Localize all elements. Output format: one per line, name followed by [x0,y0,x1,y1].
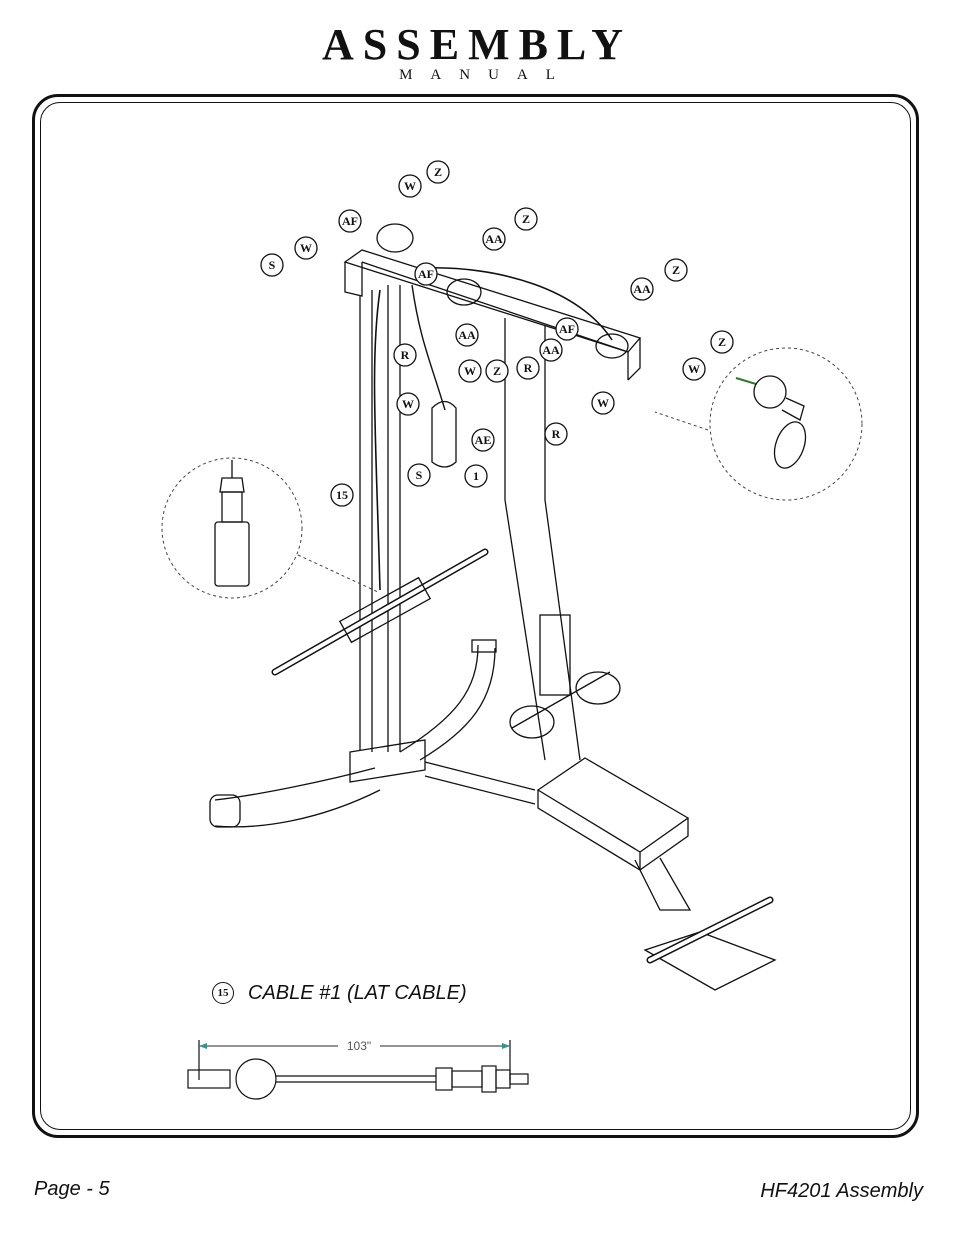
callout-aa: AA [633,282,651,296]
callout-ae: AE [475,433,492,447]
ball-clip-detail [654,347,863,501]
manual-header: ASSEMBLY MANUAL [0,22,954,84]
callout-z: Z [522,212,530,226]
callout-r: R [552,427,561,441]
callout-s: S [416,468,423,482]
callout-w: W [404,179,416,193]
callout-1: 1 [473,469,479,483]
manual-title: ASSEMBLY [321,20,633,69]
callout-af: AF [342,214,358,228]
page-frame-outer [32,94,919,1138]
document-name: HF4201 Assembly [760,1180,923,1202]
callout-w: W [300,241,312,255]
callout-z: Z [672,263,680,277]
callout-aa: AA [485,232,503,246]
callout-r: R [524,361,533,375]
callout-z: Z [718,335,726,349]
callout-z: Z [434,165,442,179]
cable-caption: 15 CABLE #1 (LAT CABLE) [212,980,467,1006]
callout-z: Z [493,364,501,378]
callout-af: AF [559,322,575,336]
callout-15: 15 [336,488,348,502]
callout-w: W [597,396,609,410]
caption-number: 15 [212,982,234,1004]
caption-text: CABLE #1 (LAT CABLE) [248,981,467,1004]
callout-w: W [464,364,476,378]
cable-length-label: 103" [347,1039,371,1053]
callout-group: Z W AF Z W AA S AF Z AA AF AA Z R AA W Z… [260,160,734,507]
cable-end-detail [161,457,379,599]
callout-r: R [401,348,410,362]
callout-aa: AA [458,328,476,342]
callout-w: W [688,362,700,376]
callout-s: S [269,258,276,272]
callout-w: W [402,397,414,411]
callout-aa: AA [542,343,560,357]
manual-subtitle: MANUAL [399,67,573,83]
callout-af: AF [418,267,434,281]
cable-dimension-drawing: 103" [187,1039,529,1100]
page-frame-inner [40,102,911,1130]
page-number: Page - 5 [34,1178,110,1200]
